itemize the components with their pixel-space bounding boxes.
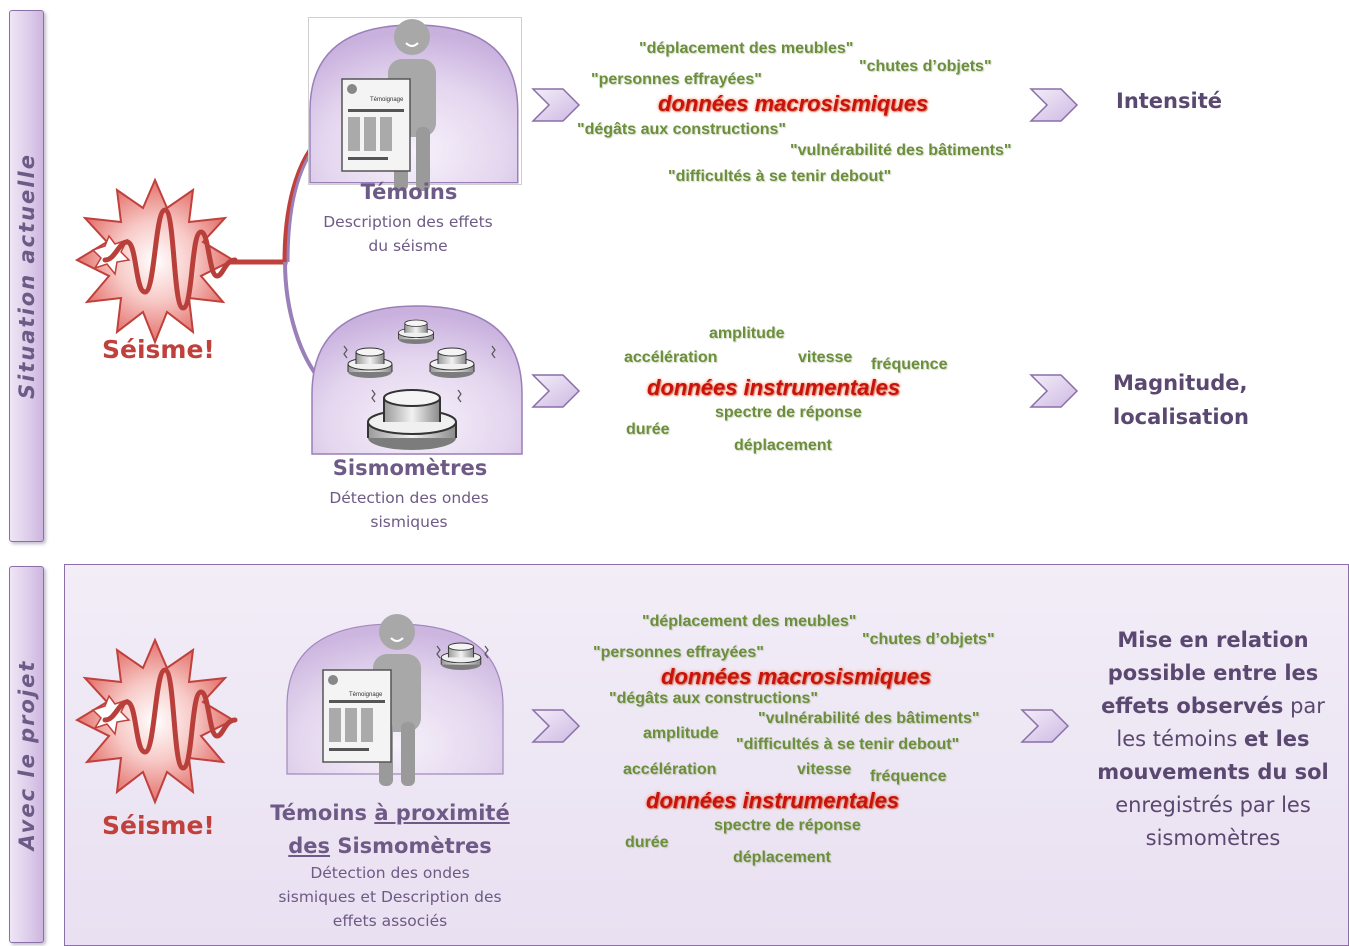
summary-line2: possible entre les: [1107, 661, 1319, 685]
macro-word-degats: "dégâts aux constructions": [577, 121, 786, 138]
summary-line3a: effets observés: [1101, 694, 1284, 718]
project-title-part1: Témoins: [270, 801, 375, 825]
witness-seismometer-icon: Témoignage: [286, 613, 504, 787]
seisme-label-bottom: Séisme!: [102, 811, 215, 840]
seisme-label-top: Séisme!: [102, 335, 215, 364]
project-macro-word-difficultes: "difficultés à se tenir debout": [736, 736, 960, 753]
instru-word-duree: durée: [626, 421, 670, 438]
project-summary: Mise en relation possible entre les effe…: [1093, 624, 1333, 855]
chevron-icon-macro-in: [532, 88, 580, 122]
chevron-icon-macro-out: [1030, 88, 1078, 122]
macro-title: données macrosismiques: [658, 91, 929, 116]
earthquake-icon-bottom: [75, 640, 235, 802]
instru-word-frequence: fréquence: [871, 356, 948, 373]
project-title-part4: Sismomètres: [330, 834, 492, 858]
project-instru-word-vitesse: vitesse: [797, 761, 852, 778]
project-macro-word-vulnerabilite: "vulnérabilité des bâtiments": [758, 710, 980, 727]
instru-word-spectre: spectre de réponse: [715, 404, 862, 421]
summary-line6: enregistrés par les: [1115, 793, 1311, 817]
witness-icon: Témoignage: [309, 18, 519, 192]
temoins-desc-line1: Description des effets: [323, 213, 493, 231]
sismo-desc-line1: Détection des ondes: [329, 489, 489, 507]
project-macro-word-degats: "dégâts aux constructions": [609, 690, 818, 707]
summary-line4b: et les: [1244, 727, 1310, 751]
project-instru-word-frequence: fréquence: [870, 768, 947, 785]
project-instru-word-amplitude: amplitude: [643, 725, 719, 742]
summary-line5: mouvements du sol: [1097, 760, 1329, 784]
chevron-icon-project-out: [1021, 709, 1069, 743]
temoignage-doc-label: Témoignage: [370, 97, 404, 103]
project-instru-word-deplacement: déplacement: [733, 849, 831, 866]
summary-line7: sismomètres: [1145, 826, 1281, 850]
chevron-icon-project-in: [532, 709, 580, 743]
result-magnitude: Magnitude, localisation: [1113, 366, 1249, 434]
temoins-title: Témoins: [360, 180, 458, 204]
result-magnitude-line2: localisation: [1113, 405, 1249, 429]
section-tab-project: Avec le projet: [9, 566, 44, 943]
macro-word-vulnerabilite: "vulnérabilité des bâtiments": [790, 142, 1012, 159]
project-title-part3: des: [288, 834, 331, 858]
sismo-desc-line2: sismiques: [370, 513, 448, 531]
project-desc: Détection des ondes sismiques et Descrip…: [262, 861, 518, 933]
instru-word-acceleration: accélération: [624, 349, 718, 366]
project-desc-line2: sismiques et Description des: [278, 888, 502, 906]
project-title: Témoins à proximité des Sismomètres: [262, 797, 518, 863]
chevron-icon-instru-in: [532, 374, 580, 408]
instru-word-vitesse: vitesse: [798, 349, 853, 366]
project-instru-word-spectre: spectre de réponse: [714, 817, 861, 834]
earthquake-icon: [75, 180, 235, 342]
section-tab-current: Situation actuelle: [9, 10, 44, 542]
macro-word-deplacement-meubles: "déplacement des meubles": [639, 40, 854, 57]
project-macro-word-deplacement-meubles: "déplacement des meubles": [642, 613, 857, 630]
project-desc-line3: effets associés: [332, 912, 448, 930]
instru-word-deplacement: déplacement: [734, 437, 832, 454]
chevron-icon-instru-out: [1030, 374, 1078, 408]
summary-line1: Mise en relation: [1117, 628, 1309, 652]
summary-line4a: les témoins: [1116, 727, 1245, 751]
summary-line3b: par: [1283, 694, 1325, 718]
project-title-part2: à proximité: [374, 801, 510, 825]
macro-word-personnes-effrayees: "personnes effrayées": [591, 71, 762, 88]
instru-word-amplitude: amplitude: [709, 325, 785, 342]
project-desc-line1: Détection des ondes: [310, 864, 470, 882]
project-instru-word-acceleration: accélération: [623, 761, 717, 778]
project-macro-word-personnes-effrayees: "personnes effrayées": [593, 644, 764, 661]
temoins-desc: Description des effets du séisme: [300, 210, 516, 258]
macro-word-chutes-objets: "chutes d’objets": [859, 58, 992, 75]
project-macro-title: données macrosismiques: [661, 664, 932, 689]
sismo-desc: Détection des ondes sismiques: [300, 486, 518, 534]
sismo-title: Sismomètres: [332, 456, 488, 480]
seismometer-icon: [311, 305, 523, 455]
result-magnitude-line1: Magnitude,: [1113, 371, 1248, 395]
project-instru-title: données instrumentales: [646, 788, 900, 813]
temoignage-doc-label-bottom: Témoignage: [349, 692, 383, 698]
temoins-desc-line2: du séisme: [368, 237, 448, 255]
project-instru-word-duree: durée: [625, 834, 669, 851]
project-macro-word-chutes-objets: "chutes d’objets": [862, 631, 995, 648]
result-intensite: Intensité: [1116, 89, 1222, 113]
instru-title: données instrumentales: [647, 375, 901, 400]
macro-word-difficultes: "difficultés à se tenir debout": [668, 168, 892, 185]
